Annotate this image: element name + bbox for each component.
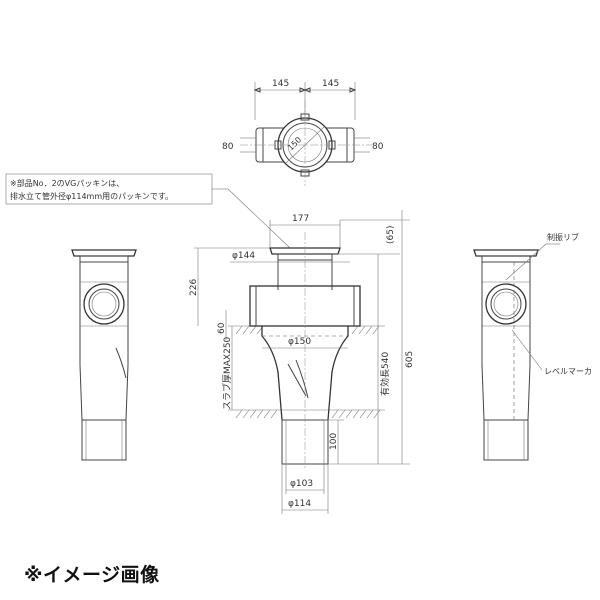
top-dim-left: 145 bbox=[272, 79, 289, 89]
note-line-2: 排水立て管外径φ114mm用のパッキンです。 bbox=[10, 191, 173, 201]
top-dim-right: 145 bbox=[322, 79, 339, 89]
caption: ※イメージ画像 bbox=[24, 564, 160, 586]
hatch-line bbox=[359, 409, 367, 419]
hatch-line bbox=[235, 325, 243, 335]
dim-226: 226 bbox=[189, 279, 199, 296]
dim-slab: スラブ厚MAX250 bbox=[221, 336, 233, 410]
dim-overall: 605 bbox=[405, 351, 415, 368]
hatch-line bbox=[358, 325, 366, 335]
note: ※部品No．2のVGパッキンは、 排水立て管外径φ114mm用のパッキンです。 bbox=[5, 173, 291, 249]
top-view: 145 145 150 80 80 bbox=[222, 79, 384, 186]
hatch-line bbox=[351, 325, 359, 335]
hatch-line bbox=[242, 409, 250, 419]
top-dim-port-left: 80 bbox=[222, 142, 234, 152]
hatch-line bbox=[365, 325, 373, 335]
dim-effective: 有効長540 bbox=[379, 352, 391, 396]
hatch-line bbox=[338, 409, 346, 419]
note-line-1: ※部品No．2のVGパッキンは、 bbox=[10, 178, 124, 188]
hatch-line bbox=[366, 409, 374, 419]
dim-top-right: (65) bbox=[386, 226, 396, 244]
hatch-line bbox=[249, 325, 257, 335]
dim-flange: φ144 bbox=[232, 251, 255, 261]
front-view: 177 (65) φ144 226 60 スラブ厚MAX250 φ150 有効長… bbox=[189, 210, 415, 514]
dim-100: 100 bbox=[329, 433, 339, 450]
top-dim-port-right: 80 bbox=[372, 142, 384, 152]
dim-top-width: 177 bbox=[292, 214, 309, 224]
dim-outer: φ114 bbox=[288, 499, 311, 509]
hatch-line bbox=[270, 409, 278, 419]
hatch-line bbox=[331, 409, 339, 419]
hatch-line bbox=[235, 409, 243, 419]
right-side-view: 制振リブ レベルマーカ bbox=[473, 232, 592, 461]
hatch-line bbox=[263, 409, 271, 419]
dim-60: 60 bbox=[217, 322, 227, 334]
dim-body: φ150 bbox=[288, 337, 311, 347]
hatch-line bbox=[242, 325, 250, 335]
label-marker: レベルマーカ bbox=[544, 367, 592, 376]
label-rib: 制振リブ bbox=[547, 232, 579, 242]
hatch-line bbox=[249, 409, 257, 419]
hatch-line bbox=[256, 409, 264, 419]
hatch-line bbox=[352, 409, 360, 419]
hatch-line bbox=[345, 409, 353, 419]
left-side-view bbox=[71, 249, 137, 461]
dim-inner: φ103 bbox=[290, 479, 313, 489]
hatch-line bbox=[373, 409, 381, 419]
